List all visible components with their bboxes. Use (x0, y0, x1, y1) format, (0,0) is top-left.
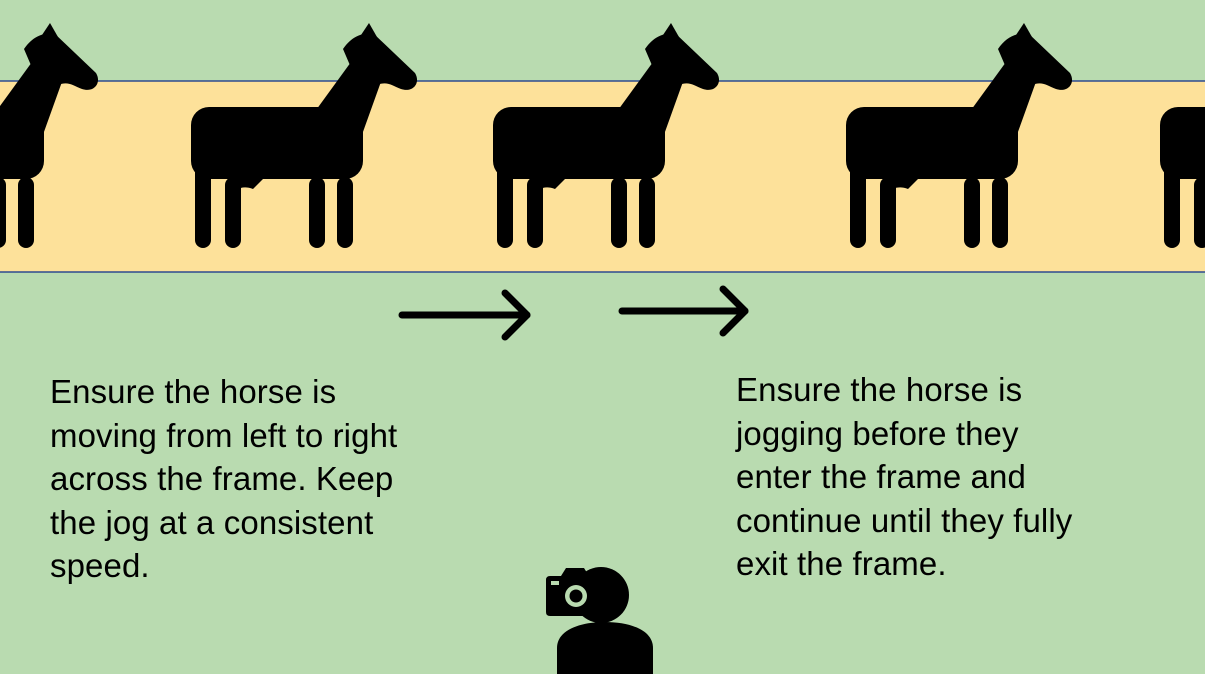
right-arrow-icon (398, 289, 531, 341)
horse-silhouette-icon (1160, 107, 1205, 248)
camera-icon (546, 568, 602, 616)
right-arrow-icon (618, 285, 749, 337)
horse-silhouette-icon (493, 23, 720, 248)
instruction-left: Ensure the horse is moving from left to … (50, 373, 398, 584)
horse-silhouette-icon (846, 23, 1073, 248)
horse-silhouette-icon (191, 23, 418, 248)
horse-silhouette-icon (0, 23, 99, 248)
instruction-right: Ensure the horse is jogging before they … (736, 371, 1073, 582)
